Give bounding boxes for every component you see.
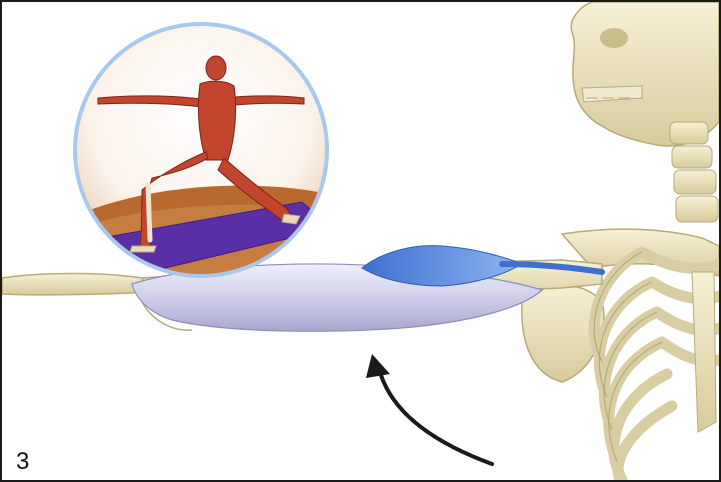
pose-inset <box>62 22 342 292</box>
cervical-spine <box>670 122 718 222</box>
sternum <box>692 272 716 432</box>
panel-number: 3 <box>16 448 29 476</box>
curved-arrow-icon <box>366 354 492 464</box>
